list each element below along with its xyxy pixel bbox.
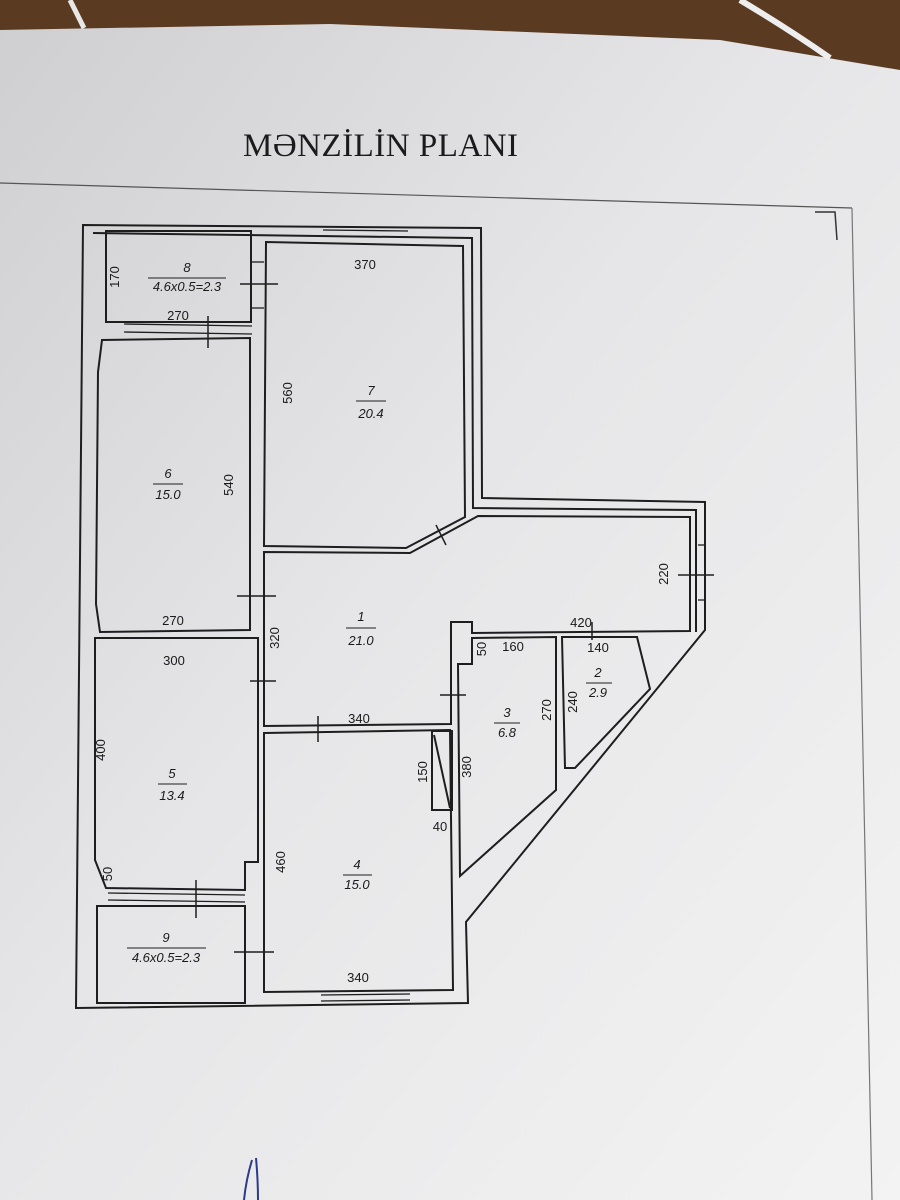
dimension-label: 170 bbox=[107, 266, 122, 288]
room-number: 2 bbox=[593, 665, 602, 680]
dimension-label: 400 bbox=[93, 739, 108, 761]
room-area: 20.4 bbox=[357, 406, 383, 421]
room-number: 7 bbox=[367, 383, 375, 398]
room-area: 4.6x0.5=2.3 bbox=[153, 279, 222, 294]
room-area: 21.0 bbox=[347, 633, 374, 648]
dimension-label: 540 bbox=[221, 474, 236, 496]
room-number: 8 bbox=[183, 260, 191, 275]
dimension-label: 340 bbox=[347, 970, 369, 985]
room-area: 4.6x0.5=2.3 bbox=[132, 950, 201, 965]
room-number: 9 bbox=[162, 930, 169, 945]
room-9-outline bbox=[96, 905, 246, 1004]
room-number: 5 bbox=[168, 766, 176, 781]
dimension-label: 40 bbox=[433, 819, 447, 834]
room-5-outline bbox=[94, 637, 259, 892]
room-7-outline bbox=[262, 240, 467, 550]
page-title: MƏNZİLİN PLANI bbox=[243, 128, 519, 164]
dimension-label: 270 bbox=[167, 308, 189, 323]
dimension-label: 150 bbox=[415, 761, 430, 783]
closet-outline bbox=[431, 730, 453, 811]
room-3-outline bbox=[456, 635, 557, 879]
dimension-label: 220 bbox=[656, 563, 671, 585]
room-number: 4 bbox=[353, 857, 360, 872]
dimension-label: 50 bbox=[474, 642, 489, 656]
room-2-outline bbox=[560, 636, 652, 769]
room-area: 6.8 bbox=[498, 725, 517, 740]
dimension-label: 340 bbox=[348, 711, 370, 726]
dimension-label: 240 bbox=[565, 691, 580, 713]
dimension-label: 300 bbox=[163, 653, 185, 668]
room-area: 2.9 bbox=[588, 685, 607, 700]
dimension-label: 380 bbox=[459, 756, 474, 778]
dimension-label: 420 bbox=[570, 615, 592, 630]
room-number: 1 bbox=[357, 609, 364, 624]
dimension-label: 560 bbox=[280, 382, 295, 404]
dimension-label: 50 bbox=[100, 867, 115, 881]
dimension-label: 270 bbox=[162, 613, 184, 628]
room-6-outline bbox=[94, 336, 251, 634]
dimension-label: 460 bbox=[273, 851, 288, 873]
room-4-outline bbox=[263, 728, 455, 994]
room-1-outline bbox=[263, 514, 691, 728]
dimension-label: 370 bbox=[354, 257, 376, 272]
dimension-label: 160 bbox=[502, 639, 524, 654]
room-area: 15.0 bbox=[344, 877, 370, 892]
dimension-label: 320 bbox=[267, 627, 282, 649]
room-area: 13.4 bbox=[159, 788, 184, 803]
room-number: 3 bbox=[503, 705, 511, 720]
outer-wall bbox=[74, 223, 706, 1010]
room-number: 6 bbox=[164, 466, 172, 481]
room-area: 15.0 bbox=[155, 487, 181, 502]
pen-mark bbox=[243, 1157, 259, 1200]
dimension-label: 140 bbox=[587, 640, 609, 655]
dimension-label: 270 bbox=[539, 699, 554, 721]
room-8-outline bbox=[105, 230, 252, 323]
